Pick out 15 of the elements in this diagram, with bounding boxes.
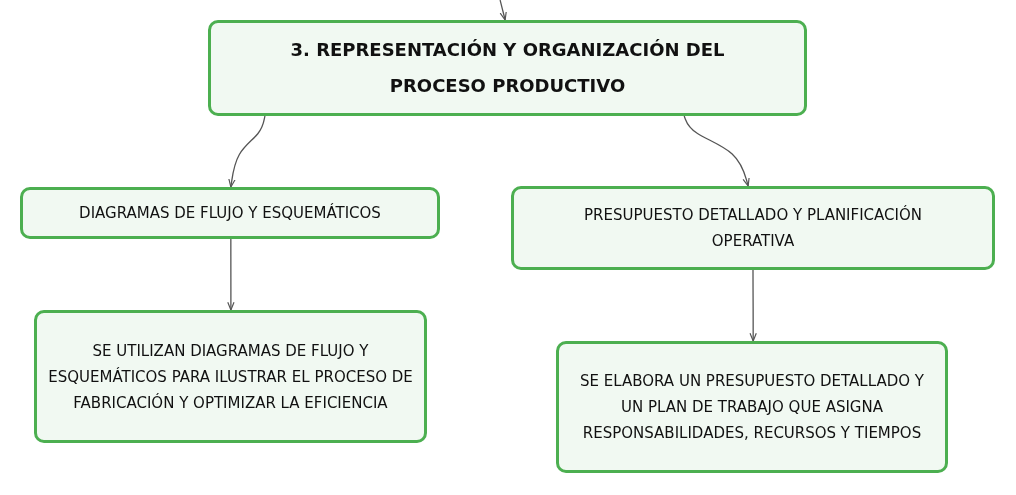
concept-box [34,310,427,443]
arrow [228,115,266,188]
concept-text: SE ELABORA UN PRESUPUESTO DETALLADO Y UN PLAN DE TRABAJO QUE ASIGNA RESPONSABILIDADES, RECURSOS Y TIEMPOS [579,371,925,444]
concept-text: SE UTILIZAN DIAGRAMAS DE FLUJO Y ESQUEMÁTICOS PARA ILUSTRAR EL PROCESO DE FABRICACIÓN Y OPTIMIZAR LA EFICIENCIA [47,340,414,414]
arrow [749,269,757,342]
concept-text: PRESUPUESTO DETALLADO Y PLANIFICACIÓN OPERATIVA [583,204,923,252]
topic-title: 3. REPRESENTACIÓN Y ORGANIZACIÓN DEL PROCESO PRODUCTIVO [289,38,726,98]
concept-box [20,187,440,239]
arrow [227,238,235,311]
topic-box [208,20,807,116]
concept-text: DIAGRAMAS DE FLUJO Y ESQUEMÁTICOS [79,202,381,224]
concept-box [511,186,995,270]
arrow [683,115,750,187]
concept-box [556,341,948,473]
arrow [499,0,507,21]
